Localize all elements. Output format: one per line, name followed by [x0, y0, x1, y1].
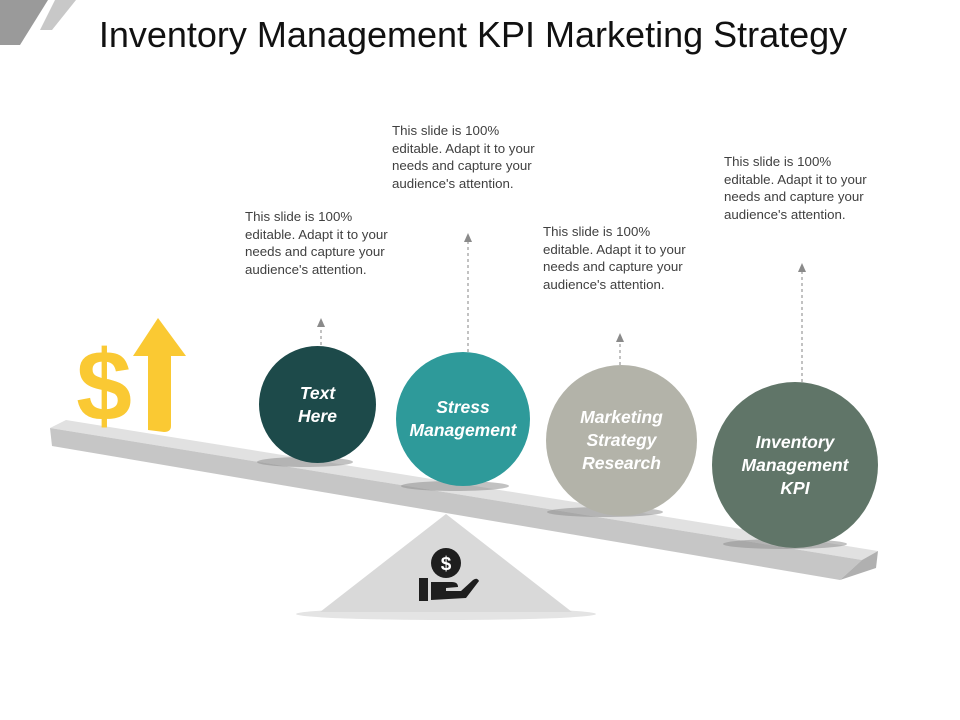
corner-decoration	[0, 0, 76, 45]
circle-inventory-management-kpi: Inventory Management KPI	[712, 382, 878, 548]
hand-holding-coin-icon: $	[419, 548, 479, 601]
beam-end	[840, 551, 878, 580]
description-4: This slide is 100% editable. Adapt it to…	[724, 154, 867, 222]
circle-stress-management: Stress Management	[396, 352, 530, 486]
circle-label-1: Text Here	[298, 382, 337, 426]
connector-arrows	[320, 240, 803, 382]
page-title: Inventory Management KPI Marketing Strat…	[98, 14, 848, 55]
dollar-up-arrow-icon: $	[76, 318, 186, 442]
circle-marketing-strategy-research: Marketing Strategy Research	[546, 365, 697, 516]
circle-text-here: Text Here	[259, 346, 376, 463]
svg-text:$: $	[441, 554, 452, 575]
arrow-heads	[317, 233, 806, 342]
description-2: This slide is 100% editable. Adapt it to…	[392, 123, 535, 191]
circle-label-3: Marketing Strategy Research	[580, 407, 663, 473]
circle-shadow-2	[401, 481, 509, 491]
description-3: This slide is 100% editable. Adapt it to…	[543, 224, 686, 292]
svg-text:$: $	[76, 330, 132, 442]
beam-front	[50, 428, 862, 580]
description-1: This slide is 100% editable. Adapt it to…	[245, 209, 388, 277]
circle-label-2: Stress Management	[409, 397, 517, 440]
circle-label-4: Inventory Management KPI	[741, 431, 849, 498]
